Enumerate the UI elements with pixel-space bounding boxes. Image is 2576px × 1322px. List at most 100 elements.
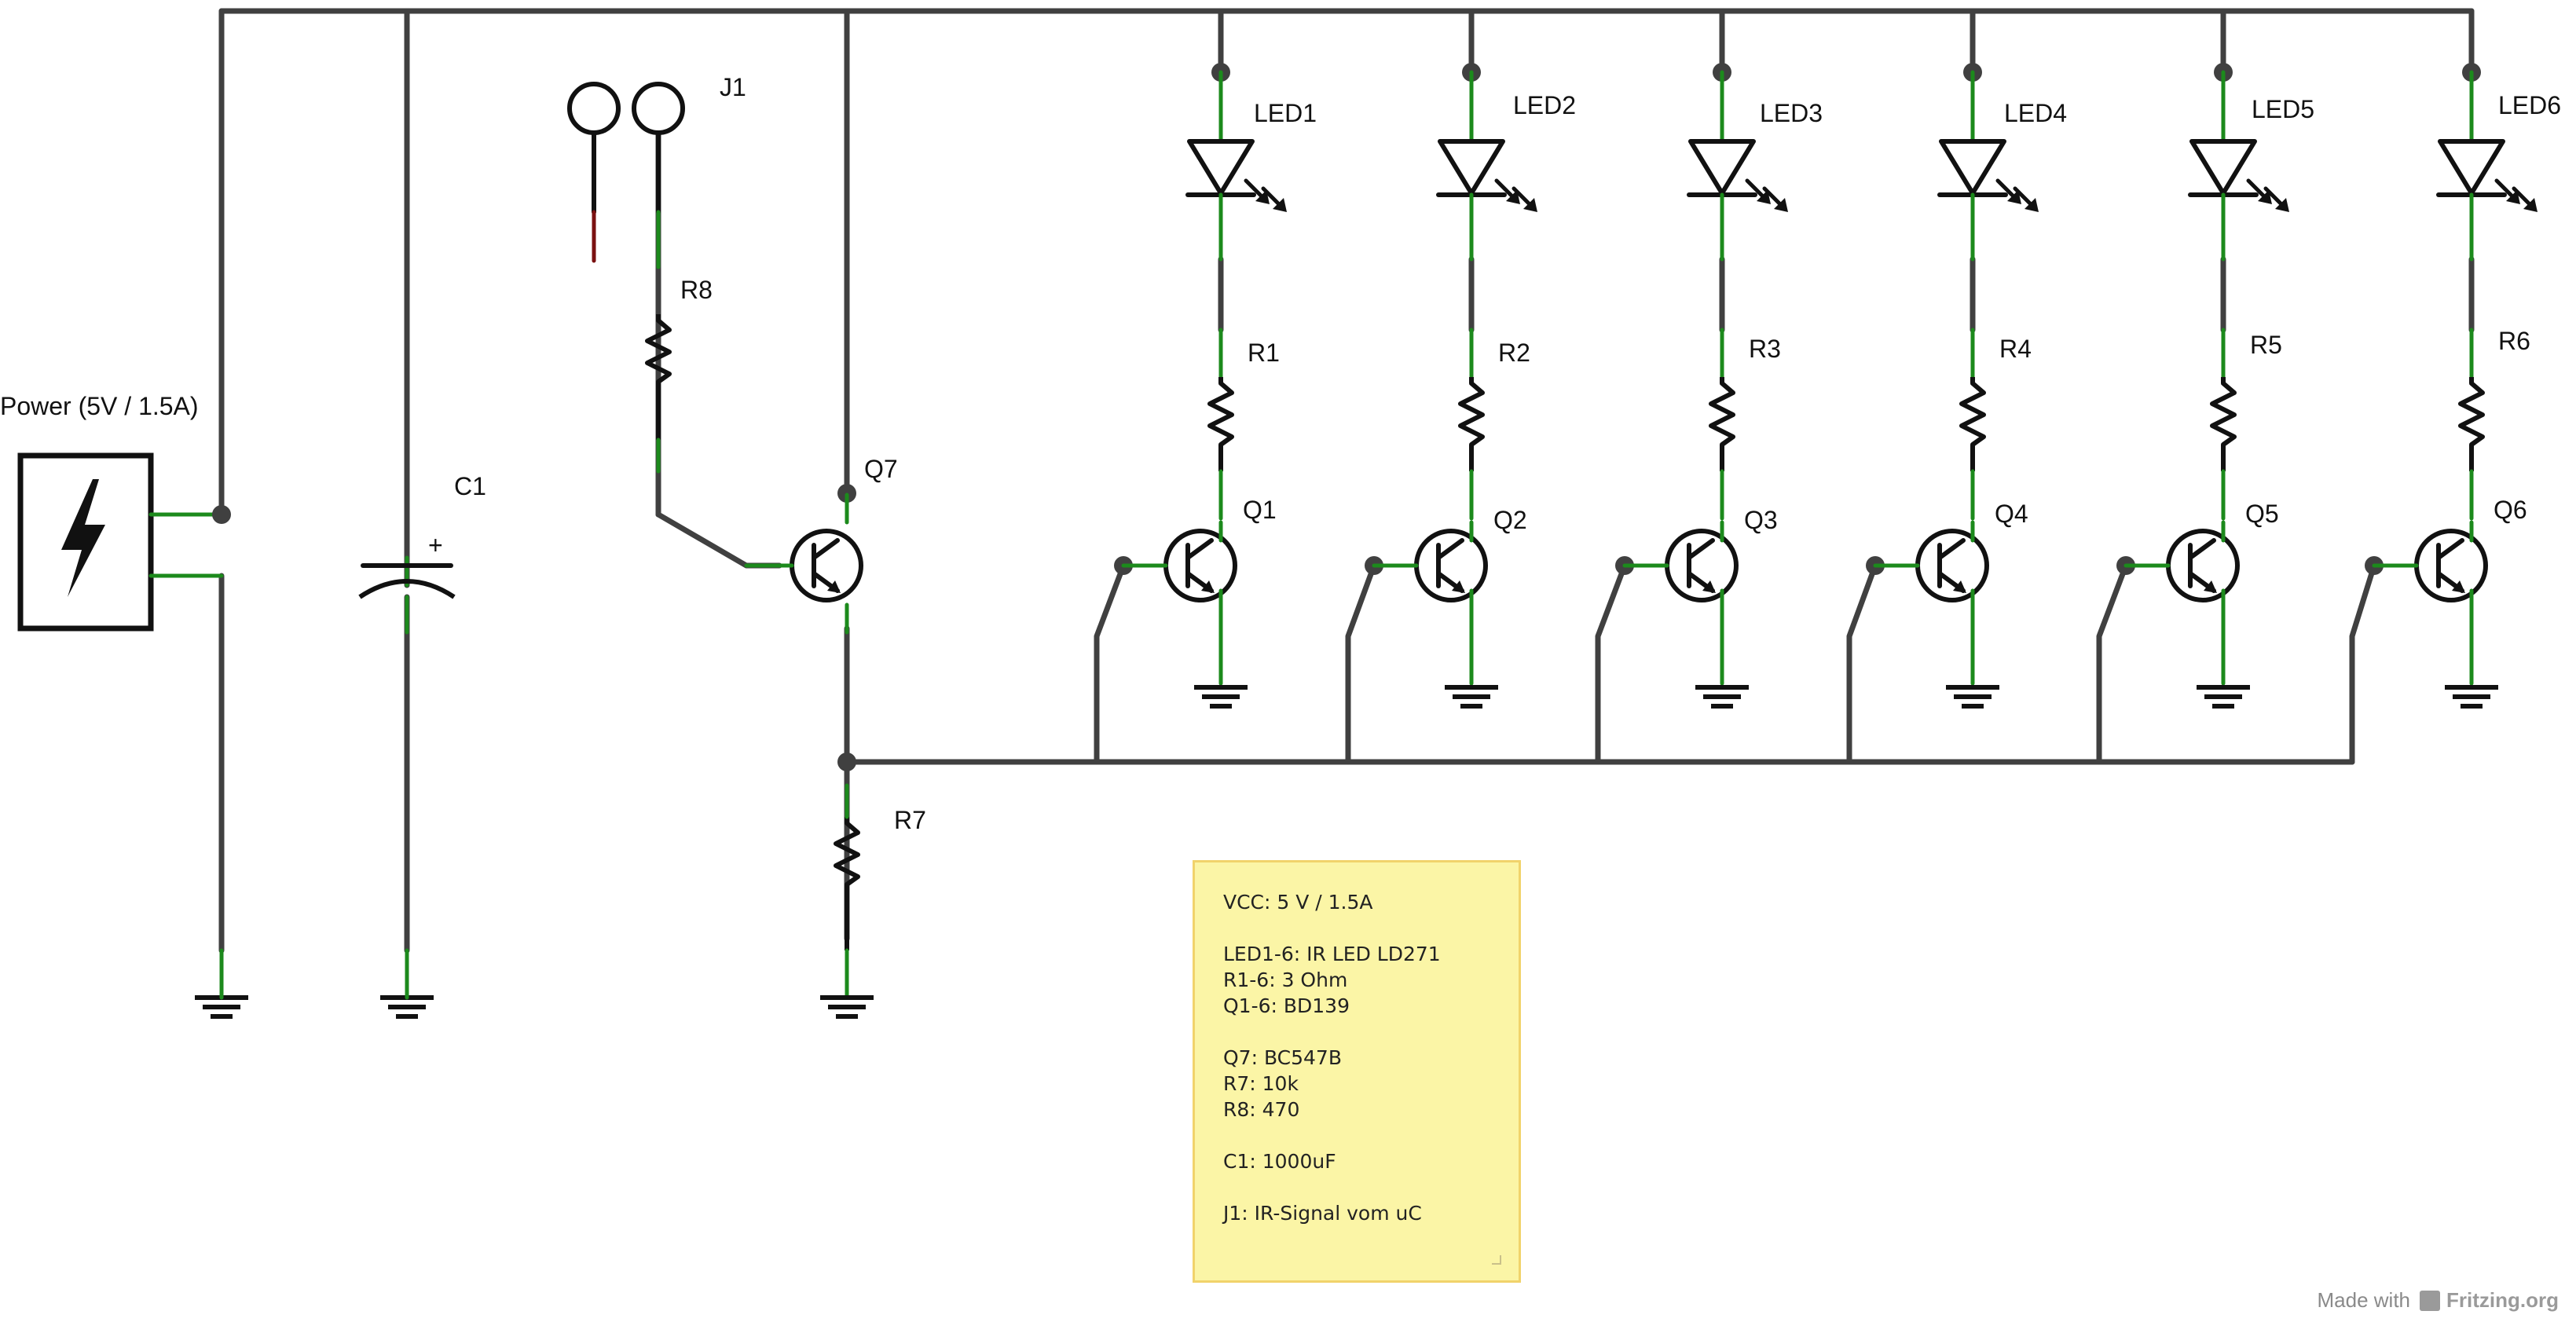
resistor-icon xyxy=(834,817,860,950)
ground-icon xyxy=(2197,685,2250,709)
transistor-label: Q5 xyxy=(2245,500,2279,528)
led-diode-icon xyxy=(1939,139,2006,196)
emitter-arrow-icon xyxy=(827,580,841,593)
component-layer xyxy=(17,63,2538,1019)
emitter-arrow-icon xyxy=(2204,580,2217,593)
r7-label: R7 xyxy=(894,806,926,834)
lightning-bolt-icon xyxy=(61,479,105,597)
note-line: R1-6: 3 Ohm xyxy=(1223,969,1348,991)
fritzing-credit: Made with Fritzing.org xyxy=(2318,1288,2559,1313)
transistor-label: Q4 xyxy=(1995,500,2028,528)
credit-made-with: Made with xyxy=(2317,1288,2411,1312)
led-label: LED2 xyxy=(1513,91,1576,119)
resistor-icon xyxy=(2210,377,2237,471)
led-diode-icon xyxy=(1438,139,1505,196)
ground-icon xyxy=(1695,685,1749,709)
resistor-label: R4 xyxy=(1999,335,2032,363)
transistor-label: Q2 xyxy=(1493,506,1527,534)
note-resize-grip[interactable] xyxy=(1492,1255,1501,1265)
base-drive-wire xyxy=(2096,562,2129,765)
note-line xyxy=(1223,915,1490,941)
transistor-collector xyxy=(812,538,840,560)
emission-arrow-icon xyxy=(2025,198,2039,212)
junction-dot xyxy=(837,753,856,771)
transistor-label: Q3 xyxy=(1744,506,1778,534)
j1-pin2-icon xyxy=(632,82,685,135)
resistor-icon xyxy=(2458,377,2485,471)
ground-icon xyxy=(1946,685,1999,709)
emission-arrow-icon xyxy=(1774,198,1788,212)
transistor-q5-icon xyxy=(2166,529,2240,602)
power-label: Power (5V / 1.5A) xyxy=(0,392,199,420)
q7-label: Q7 xyxy=(864,455,898,483)
transistor-q7-icon xyxy=(790,529,863,602)
led-diode-icon xyxy=(2189,139,2257,196)
note-line xyxy=(1223,1122,1490,1148)
emission-arrow-icon xyxy=(1273,198,1287,212)
transistor-q6-icon xyxy=(2414,529,2488,602)
transistor-collector xyxy=(1937,538,1966,560)
transistor-q2-icon xyxy=(1414,529,1488,602)
wire-layer xyxy=(218,8,2475,954)
led-label: LED4 xyxy=(2004,99,2067,127)
emitter-arrow-icon xyxy=(1953,580,1966,593)
note-line: VCC: 5 V / 1.5A xyxy=(1223,891,1373,914)
resistor-label: R6 xyxy=(2498,327,2530,355)
resistor-icon xyxy=(1959,377,1986,471)
emission-arrow-icon xyxy=(1523,198,1537,212)
emitter-arrow-icon xyxy=(1702,580,1716,593)
ground-icon xyxy=(380,995,434,1019)
junction-dot xyxy=(212,505,231,524)
note-line: LED1-6: IR LED LD271 xyxy=(1223,943,1441,965)
transistor-label: Q1 xyxy=(1243,496,1277,524)
ground-icon xyxy=(1194,685,1248,709)
led-diode-icon xyxy=(2438,139,2505,196)
ground-icon xyxy=(2445,685,2498,709)
ground-icon xyxy=(1445,685,1498,709)
transistor-q4-icon xyxy=(1915,529,1989,602)
note-line: R8: 470 xyxy=(1223,1098,1300,1121)
led-diode-icon xyxy=(1688,139,1756,196)
credit-brand-text: Fritzing.org xyxy=(2446,1288,2559,1312)
led-label: LED6 xyxy=(2498,91,2561,119)
emission-arrow-icon xyxy=(2275,198,2289,212)
note-line xyxy=(1223,1019,1490,1045)
note-line: Q7: BC547B xyxy=(1223,1046,1342,1069)
emitter-arrow-icon xyxy=(1452,580,1465,593)
resistor-icon xyxy=(645,314,672,440)
base-drive-wire xyxy=(1846,562,1878,765)
r8-to-q7-wire xyxy=(655,130,782,569)
note-line xyxy=(1223,1174,1490,1200)
emission-arrow-icon xyxy=(2523,198,2538,212)
fritzing-logo-icon xyxy=(2420,1290,2441,1311)
c1-label: C1 xyxy=(454,472,486,500)
resistor-label: R3 xyxy=(1749,335,1781,363)
transistor-label: Q6 xyxy=(2494,496,2527,524)
transistor-collector xyxy=(1185,538,1214,560)
capacitor-curved-plate xyxy=(358,579,456,599)
resistor-label: R5 xyxy=(2250,331,2282,359)
resistor-icon xyxy=(1709,377,1735,471)
label-layer: LED1R1Q1LED2R2Q2LED3R3Q3LED4R4Q4LED5R5Q5… xyxy=(0,73,2561,834)
note-line: Q1-6: BD139 xyxy=(1223,994,1350,1017)
led-label: LED1 xyxy=(1254,99,1317,127)
base-drive-wire xyxy=(1094,562,1127,765)
transistor-q3-icon xyxy=(1665,529,1739,602)
ground-icon xyxy=(820,995,874,1019)
transistor-collector xyxy=(1436,538,1464,560)
transistor-collector xyxy=(2436,538,2464,560)
j1-pin1-icon xyxy=(567,82,621,135)
emitter-arrow-icon xyxy=(2452,580,2465,593)
credit-brand[interactable]: Fritzing.org xyxy=(2420,1288,2559,1313)
resistor-icon xyxy=(1458,377,1485,471)
note-line: J1: IR-Signal vom uC xyxy=(1223,1202,1422,1225)
led-label: LED5 xyxy=(2252,95,2314,123)
transistor-collector xyxy=(1687,538,1715,560)
transistor-q1-icon xyxy=(1163,529,1237,602)
note-line: R7: 10k xyxy=(1223,1072,1299,1095)
base-drive-wire xyxy=(1345,562,1377,765)
transistor-collector xyxy=(2188,538,2216,560)
